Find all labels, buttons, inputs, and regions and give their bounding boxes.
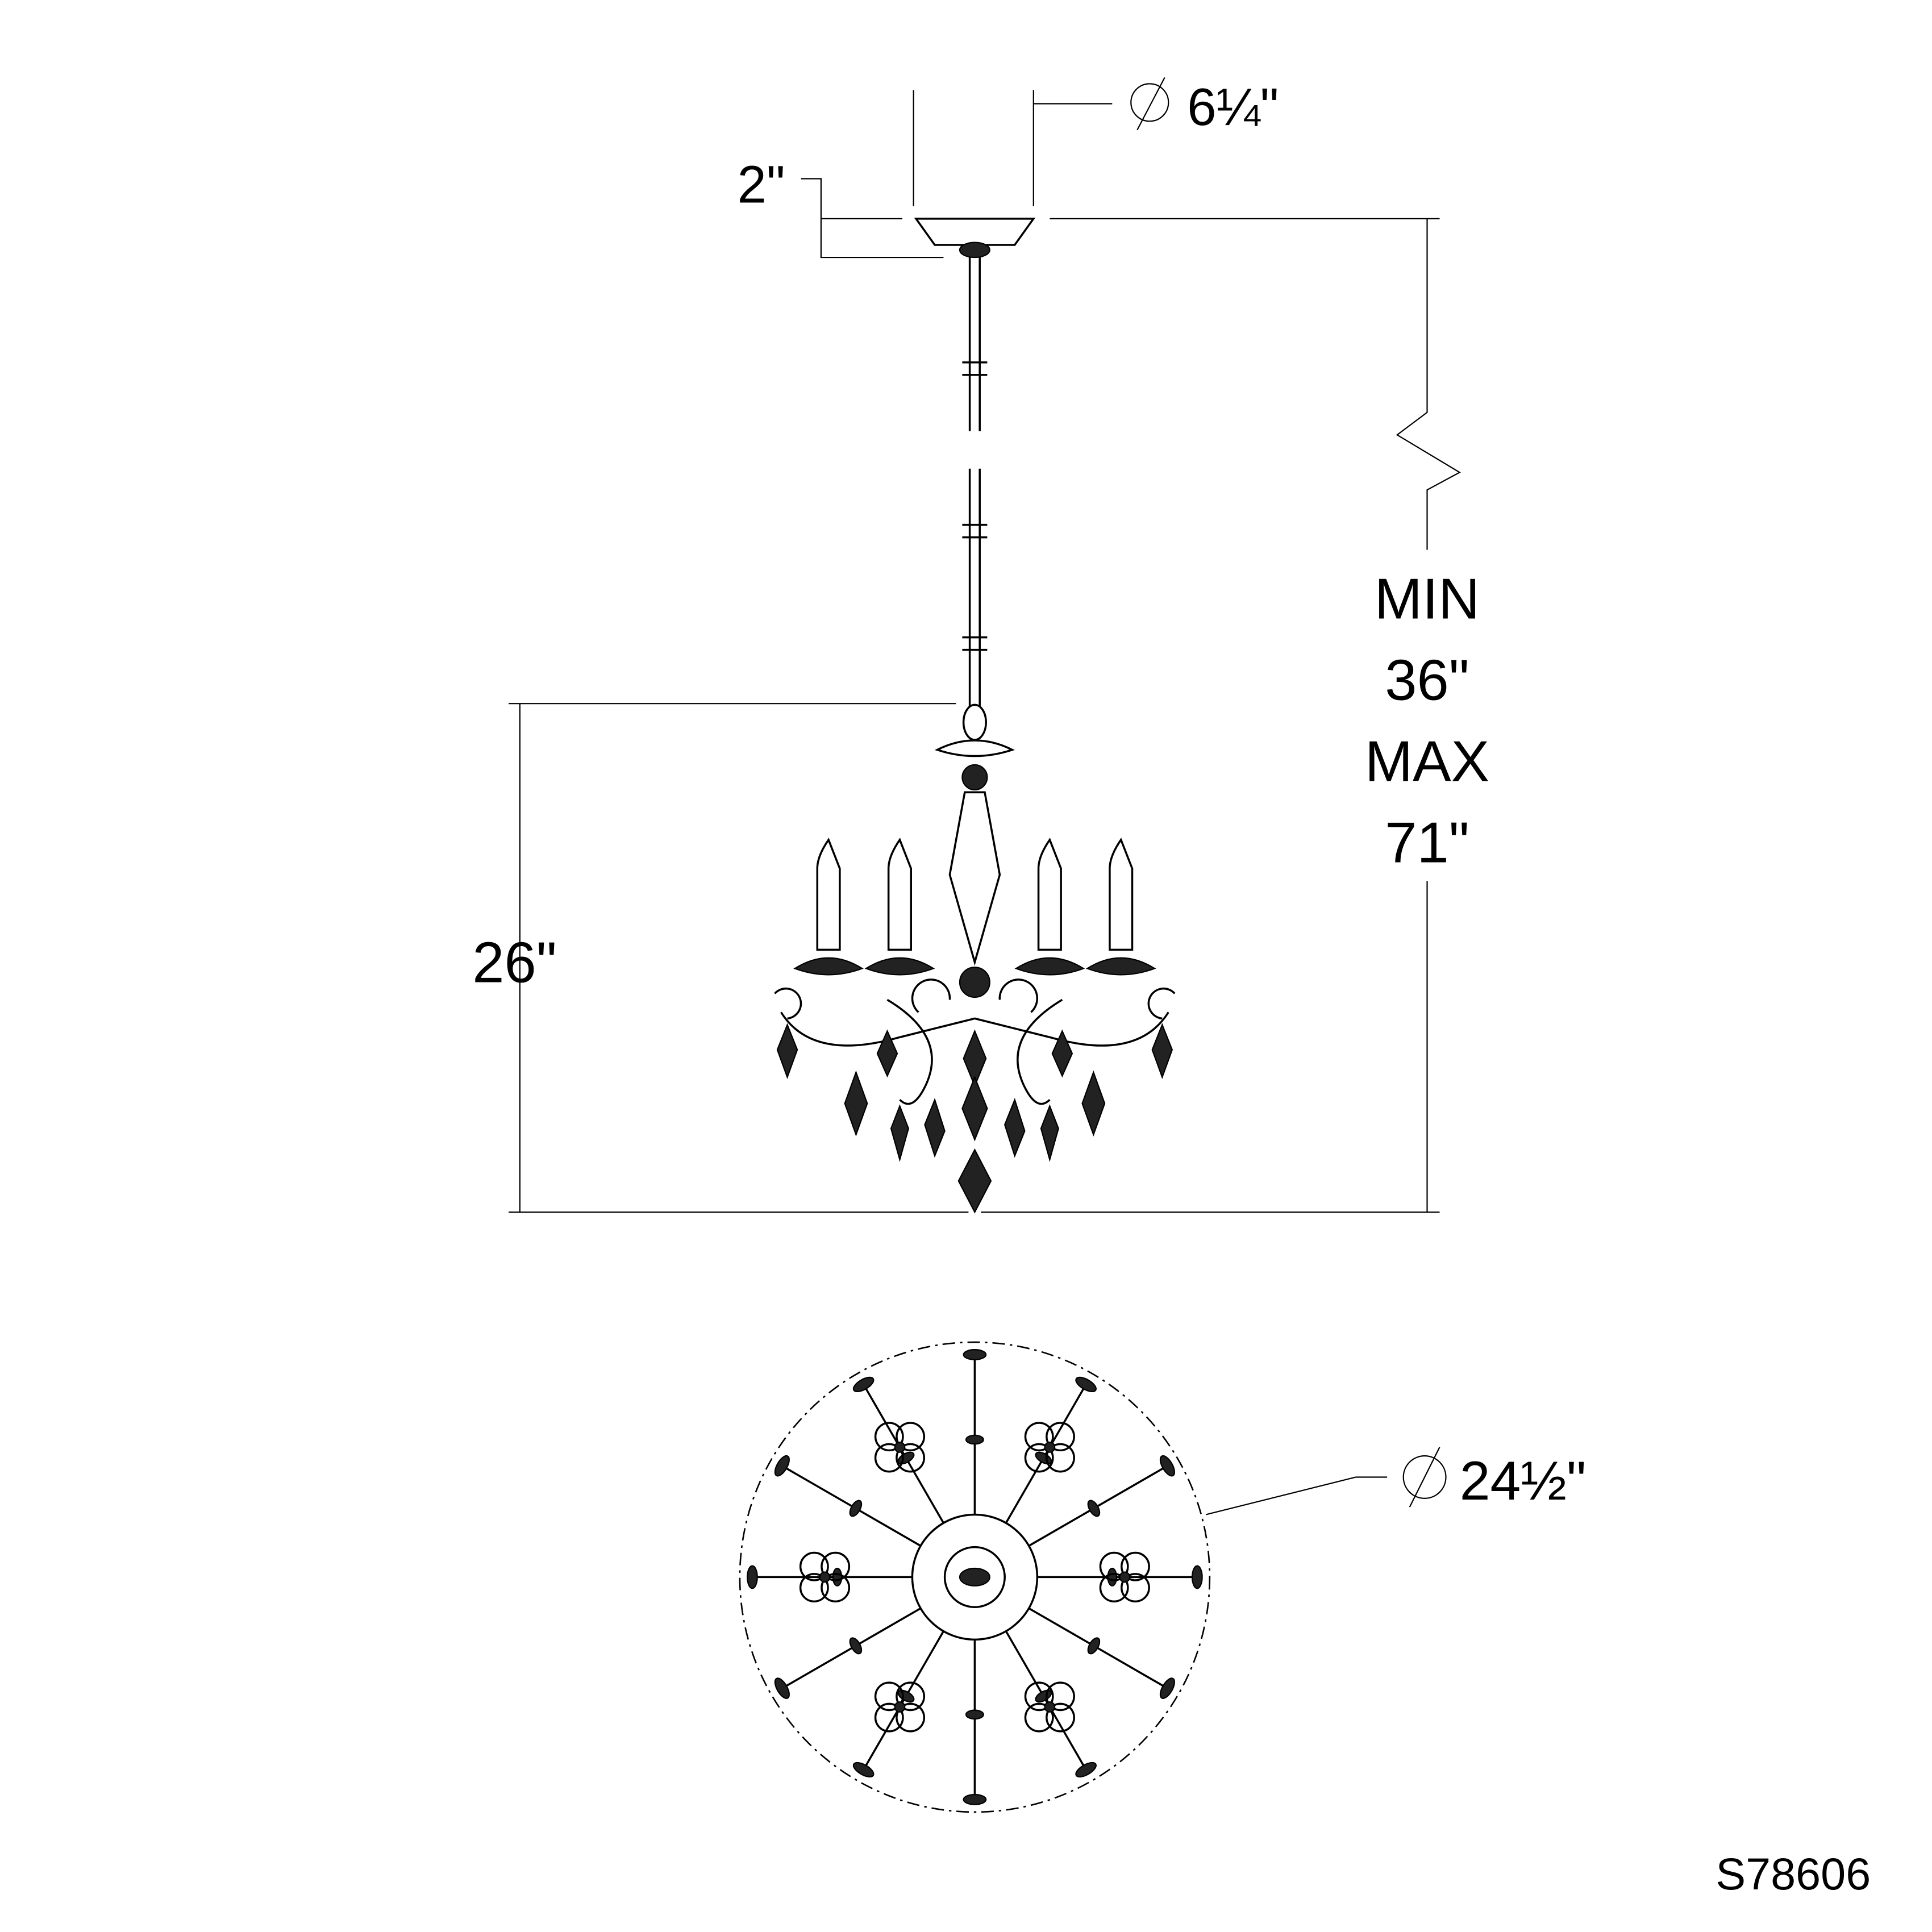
crystal-mark <box>1075 1376 1097 1392</box>
min-label: MIN <box>1375 567 1480 631</box>
bobeche-petal <box>1121 1573 1150 1603</box>
crystal-mark <box>963 1793 987 1805</box>
bobeche-center <box>1044 1701 1056 1713</box>
bobeche-petal <box>1024 1702 1054 1733</box>
crystal-mark <box>1087 1500 1101 1517</box>
crystal-mark <box>1159 1455 1175 1477</box>
bobeche-petal <box>896 1702 926 1733</box>
bobeche-petal <box>896 1422 926 1452</box>
bobeche-petal <box>1046 1443 1075 1473</box>
min-value: 36" <box>1385 648 1469 713</box>
canopy-diameter-label: 6¼" <box>1187 77 1279 136</box>
bobeche-petal <box>799 1573 829 1603</box>
crystal-mark <box>965 1709 984 1720</box>
bobeche-petal <box>896 1443 926 1473</box>
bobeche-petal <box>1099 1573 1129 1603</box>
max-label: MAX <box>1365 730 1489 794</box>
bobeche-petal <box>874 1443 904 1473</box>
bobeche-center <box>819 1571 831 1583</box>
bobeche-petal <box>874 1681 904 1712</box>
bobeche-petal <box>821 1551 851 1581</box>
bobeche-petal <box>1099 1551 1129 1581</box>
bobeche-center <box>894 1441 906 1453</box>
crystal-mark <box>965 1434 984 1445</box>
crystals <box>776 1023 1173 1214</box>
bobeche-petal <box>1024 1681 1054 1712</box>
bobeche-center <box>1044 1441 1056 1453</box>
crystal-mark <box>832 1567 843 1587</box>
canopy-height-dimension: 2" <box>738 155 944 259</box>
fixture-height-dimension: 26" <box>472 703 969 1213</box>
bobeche-petal <box>821 1573 851 1603</box>
canopy-diameter-dimension: 6¼" <box>913 77 1279 206</box>
bobeche-petal <box>1024 1422 1054 1452</box>
crystal-mark <box>1159 1677 1175 1699</box>
bobeche-petal <box>1121 1551 1150 1581</box>
canopy-height-label: 2" <box>738 155 785 214</box>
chandelier-elevation <box>774 218 1176 1214</box>
bobeche-petal <box>799 1551 829 1581</box>
arm-spoke <box>781 1607 922 1689</box>
fixture-height-label: 26" <box>472 931 556 995</box>
chandelier-plan-view: 24½" <box>739 1341 1587 1813</box>
crystal-mark <box>849 1500 863 1517</box>
crystal-mark <box>1191 1565 1203 1589</box>
crystal-mark <box>852 1376 875 1392</box>
crystal-mark <box>774 1455 790 1477</box>
crystal-mark <box>852 1762 875 1778</box>
crystal-mark <box>963 1349 987 1360</box>
arm-spoke <box>1028 1607 1168 1689</box>
crystal-mark <box>747 1565 758 1589</box>
bobeche-petal <box>1024 1443 1054 1473</box>
overall-height-dimension: MIN 36" MAX 71" <box>981 218 1489 1213</box>
bobeche-petal <box>1046 1422 1075 1452</box>
crystal-mark <box>1087 1637 1101 1655</box>
crystal-mark <box>849 1637 863 1655</box>
model-number: S78606 <box>1716 1848 1871 1899</box>
crystal-mark <box>1075 1762 1097 1778</box>
bobeche-petal <box>1046 1681 1075 1712</box>
bobeche-petal <box>874 1422 904 1452</box>
fixture-diameter-label: 24½" <box>1460 1450 1587 1512</box>
arms <box>774 979 1176 1105</box>
candles <box>793 838 1156 976</box>
max-value: 71" <box>1385 810 1469 875</box>
bobeche-petal <box>1046 1702 1075 1733</box>
plan-spokes <box>747 1349 1203 1805</box>
bobeche-center <box>1119 1571 1131 1583</box>
crystal-mark <box>774 1677 790 1699</box>
bobeche-petal <box>896 1681 926 1712</box>
bobeche-petal <box>874 1702 904 1733</box>
bobeche-center <box>894 1701 906 1713</box>
crystal-mark <box>1107 1567 1118 1587</box>
chain <box>962 257 988 706</box>
